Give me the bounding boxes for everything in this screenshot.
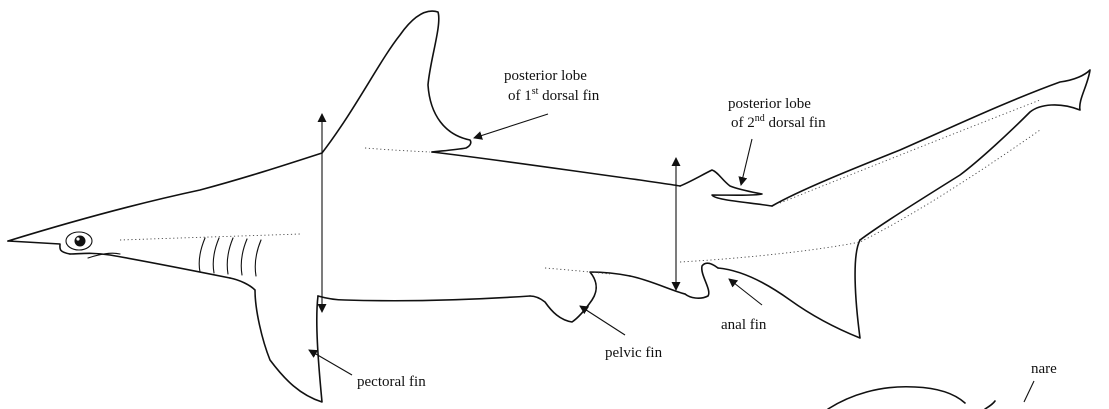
dorsal-base-line xyxy=(365,148,430,152)
label-nare: nare xyxy=(1031,361,1057,377)
hammerhead-head-partial xyxy=(828,387,965,409)
head-underside xyxy=(70,253,230,278)
anal-fin xyxy=(685,263,718,298)
ventral-profile-front xyxy=(318,296,530,301)
pointer-pectoral-fin xyxy=(309,350,352,375)
label-posterior-lobe-2nd-sup: nd xyxy=(755,113,765,124)
label-posterior-lobe-2nd-rest: dorsal fin xyxy=(765,115,826,131)
caudal-fin-upper-lobe xyxy=(772,70,1090,240)
label-posterior-lobe-2nd-line2: of 2nd dorsal fin xyxy=(731,113,826,131)
pointer-posterior-lobe-2nd xyxy=(741,139,752,185)
pointer-nare xyxy=(1024,381,1034,402)
ventral-profile-mid xyxy=(630,276,685,294)
label-posterior-lobe-2nd-of: of 2 xyxy=(731,115,755,131)
pelvic-base-line xyxy=(545,268,610,274)
label-posterior-lobe-1st-line2: of 1st dorsal fin xyxy=(508,86,600,104)
pointer-pelvic-fin xyxy=(580,306,625,335)
pelvic-fin xyxy=(530,272,630,322)
label-posterior-lobe-1st-line1: posterior lobe xyxy=(504,68,587,84)
pointer-posterior-lobe-1st xyxy=(474,114,548,138)
first-dorsal-fin xyxy=(322,11,471,153)
dorsal-profile-mid xyxy=(432,152,680,186)
label-pectoral-fin: pectoral fin xyxy=(357,374,426,390)
eye xyxy=(66,232,92,250)
caudal-dotted-lower xyxy=(680,130,1040,262)
label-posterior-lobe-1st-of: of 1 xyxy=(508,88,532,104)
pointer-anal-fin xyxy=(729,279,762,305)
label-anal-fin: anal fin xyxy=(721,317,767,333)
head-edge-right xyxy=(985,401,995,409)
dorsal-profile-front xyxy=(8,153,322,241)
lateral-line-front xyxy=(120,234,300,240)
snout xyxy=(8,241,70,254)
label-posterior-lobe-2nd-line1: posterior lobe xyxy=(728,96,811,112)
gill-slits xyxy=(199,238,261,276)
label-pelvic-fin: pelvic fin xyxy=(605,345,663,361)
label-posterior-lobe-1st-rest: dorsal fin xyxy=(538,88,599,104)
pectoral-fin xyxy=(230,278,322,402)
second-dorsal-fin xyxy=(680,170,772,206)
